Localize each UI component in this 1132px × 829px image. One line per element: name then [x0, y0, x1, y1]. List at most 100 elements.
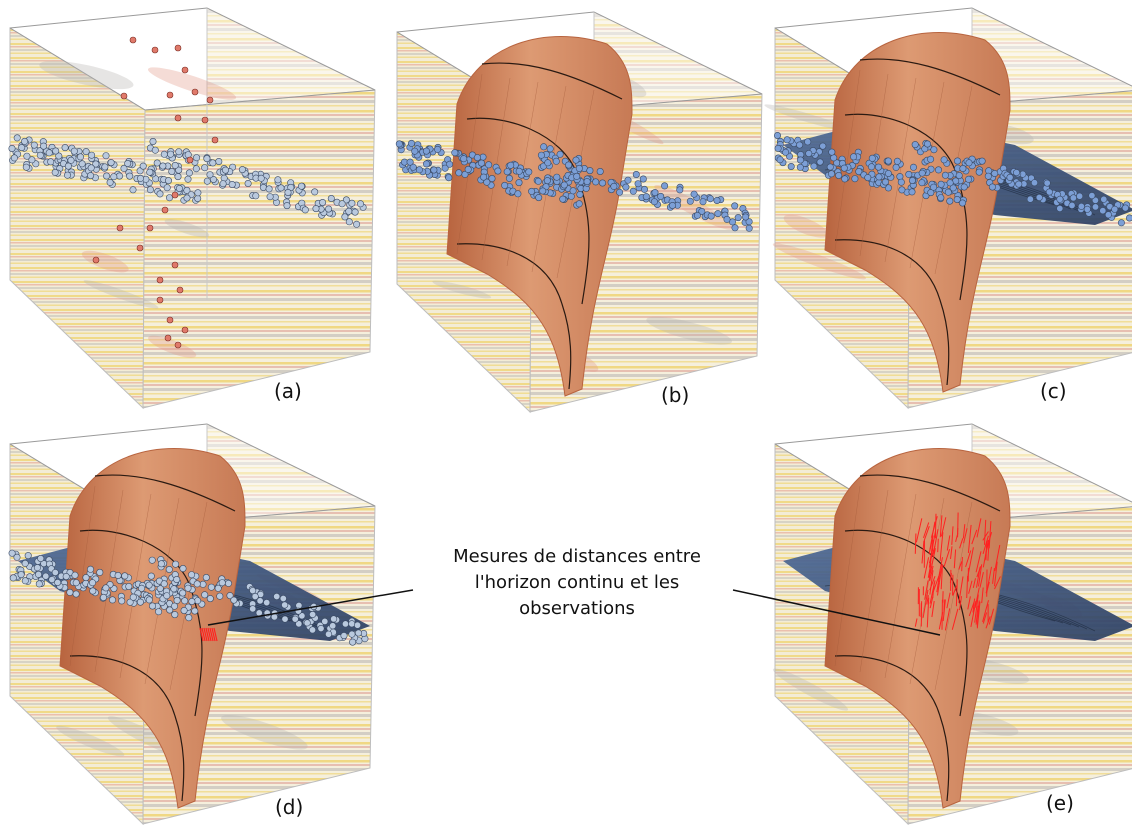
observation-point [909, 177, 915, 183]
observation-point [735, 214, 741, 220]
observation-point [90, 588, 96, 594]
fault-pick-point [165, 335, 171, 341]
observation-point [167, 607, 173, 613]
fault-pick-point [187, 157, 193, 163]
observation-point [155, 609, 161, 615]
panel-label-d: (d) [275, 797, 303, 817]
observation-point [186, 615, 192, 621]
observation-point [130, 594, 136, 600]
observation-point [573, 157, 579, 163]
observation-point [10, 575, 16, 581]
observation-point [172, 561, 178, 567]
observation-point [526, 169, 532, 175]
observation-point [416, 167, 422, 173]
observation-point [434, 146, 440, 152]
observation-point [836, 172, 842, 178]
observation-point [841, 165, 847, 171]
observation-point [349, 639, 355, 645]
observation-point [309, 627, 315, 633]
observation-point [553, 158, 559, 164]
observation-point [947, 180, 953, 186]
observation-point [1078, 203, 1084, 209]
observation-point [852, 176, 858, 182]
observation-point [694, 212, 700, 218]
observation-point [354, 622, 360, 628]
observation-point [480, 174, 486, 180]
observation-point [797, 157, 803, 163]
observation-point [250, 587, 256, 593]
observation-point [77, 154, 83, 160]
observation-point [285, 189, 291, 195]
distance-vector [915, 534, 916, 554]
observation-point [204, 178, 210, 184]
observation-point [885, 158, 891, 164]
observation-point [186, 170, 192, 176]
observation-point [203, 574, 209, 580]
observation-point [869, 155, 875, 161]
fault-pick-point [172, 262, 178, 268]
observation-point [37, 152, 43, 158]
observation-point [21, 138, 27, 144]
observation-point [167, 151, 173, 157]
observation-point [715, 210, 721, 216]
observation-point [35, 571, 41, 577]
observation-point [1057, 196, 1063, 202]
observation-point [1031, 180, 1037, 186]
observation-point [652, 189, 658, 195]
observation-point [714, 197, 720, 203]
observation-point [806, 150, 812, 156]
observation-point [947, 198, 953, 204]
observation-point [927, 156, 933, 162]
observation-point [557, 151, 563, 157]
observation-point [169, 168, 175, 174]
observation-point [215, 585, 221, 591]
observation-point [184, 195, 190, 201]
observation-point [554, 174, 560, 180]
observation-point [349, 200, 355, 206]
observation-point [282, 602, 288, 608]
observation-point [284, 202, 290, 208]
observation-point [176, 149, 182, 155]
observation-point [1100, 208, 1106, 214]
observation-point [40, 143, 46, 149]
observation-point [893, 164, 899, 170]
observation-point [746, 225, 752, 231]
observation-point [217, 593, 223, 599]
observation-point [125, 160, 131, 166]
observation-point [597, 168, 603, 174]
observation-point [658, 193, 664, 199]
observation-point [65, 163, 71, 169]
observation-point [164, 593, 170, 599]
observation-point [325, 631, 331, 637]
observation-point [423, 148, 429, 154]
observation-point [258, 175, 264, 181]
observation-point [322, 618, 328, 624]
observation-point [140, 163, 146, 169]
observation-point [442, 165, 448, 171]
observation-point [898, 179, 904, 185]
observation-point [349, 621, 355, 627]
observation-point [274, 593, 280, 599]
observation-point [931, 147, 937, 153]
observation-point [625, 177, 631, 183]
observation-point [1092, 204, 1098, 210]
observation-point [899, 187, 905, 193]
observation-point [708, 213, 714, 219]
observation-point [149, 557, 155, 563]
observation-point [894, 158, 900, 164]
observation-point [174, 597, 180, 603]
observation-point [700, 199, 706, 205]
observation-point [850, 154, 856, 160]
observation-point [160, 163, 166, 169]
observation-point [280, 595, 286, 601]
observation-point [192, 608, 198, 614]
observation-point [319, 199, 325, 205]
observation-point [147, 187, 153, 193]
distance-vector [932, 541, 933, 551]
observation-point [267, 194, 273, 200]
observation-point [431, 167, 437, 173]
distance-vector [938, 539, 939, 552]
observation-point [88, 152, 94, 158]
observation-point [935, 167, 941, 173]
observation-point [127, 173, 133, 179]
